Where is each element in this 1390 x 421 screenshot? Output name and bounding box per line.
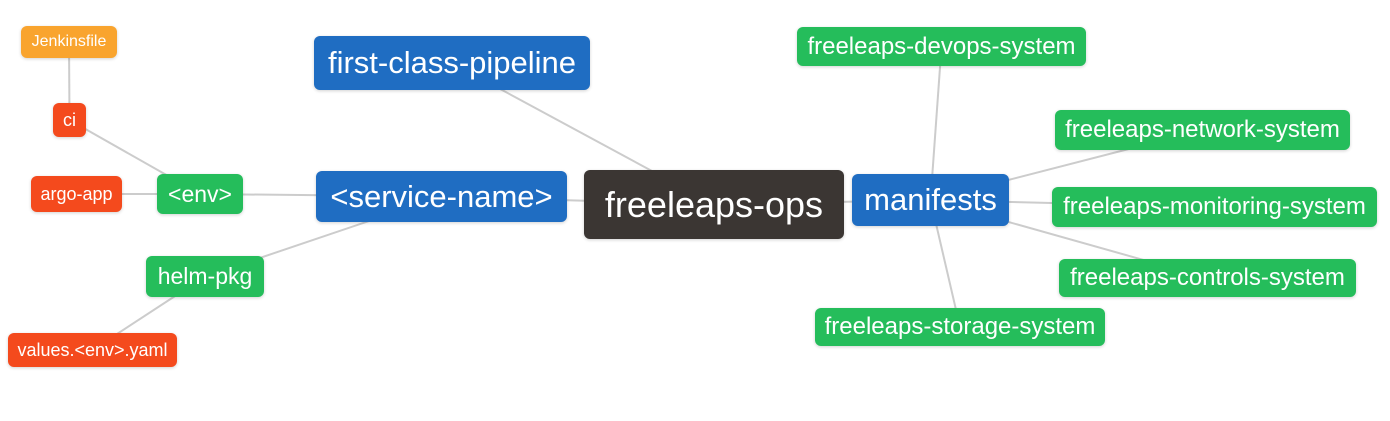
- node-freeleaps-monitoring-system[interactable]: freeleaps-monitoring-system: [1052, 187, 1377, 227]
- node-freeleaps-storage-system[interactable]: freeleaps-storage-system: [815, 308, 1105, 346]
- node-argo-app[interactable]: argo-app: [31, 176, 122, 212]
- node-helm-pkg[interactable]: helm-pkg: [146, 256, 264, 297]
- node-freeleaps-network-system[interactable]: freeleaps-network-system: [1055, 110, 1350, 150]
- node-first-class-pipeline[interactable]: first-class-pipeline: [314, 36, 590, 90]
- node-freeleaps-ops[interactable]: freeleaps-ops: [584, 170, 844, 239]
- node-env[interactable]: <env>: [157, 174, 243, 214]
- node-ci[interactable]: ci: [53, 103, 86, 137]
- node-jenkinsfile[interactable]: Jenkinsfile: [21, 26, 117, 58]
- node-freeleaps-devops-system[interactable]: freeleaps-devops-system: [797, 27, 1086, 66]
- node-values-env-yaml[interactable]: values.<env>.yaml: [8, 333, 177, 367]
- node-service-name[interactable]: <service-name>: [316, 171, 567, 222]
- node-freeleaps-controls-system[interactable]: freeleaps-controls-system: [1059, 259, 1356, 297]
- node-manifests[interactable]: manifests: [852, 174, 1009, 226]
